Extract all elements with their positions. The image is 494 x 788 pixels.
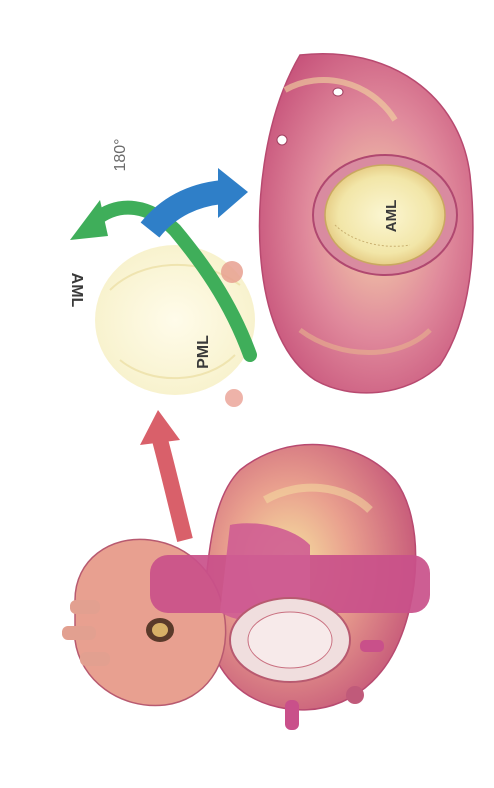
aorta-stub (62, 626, 96, 640)
vessel-stub (360, 640, 384, 652)
angle-label: 180° (112, 138, 129, 171)
papillary-muscle (225, 389, 243, 407)
whole-heart (62, 445, 430, 730)
vessel-stub (285, 700, 299, 730)
viewing-arrow-red (140, 410, 185, 540)
heart-cross-section: AML (260, 54, 473, 393)
aml-valve-label: AML (383, 200, 400, 233)
vessel-stub (346, 686, 364, 704)
aml-top-label: AML (68, 273, 85, 308)
small-opening (277, 135, 287, 145)
papillary-muscle (221, 261, 243, 283)
aorta-stub (70, 600, 100, 614)
rotation-arrow-blue (150, 168, 248, 230)
pml-label: PML (195, 335, 212, 369)
small-opening (333, 88, 343, 96)
aorta-stub (80, 652, 110, 666)
